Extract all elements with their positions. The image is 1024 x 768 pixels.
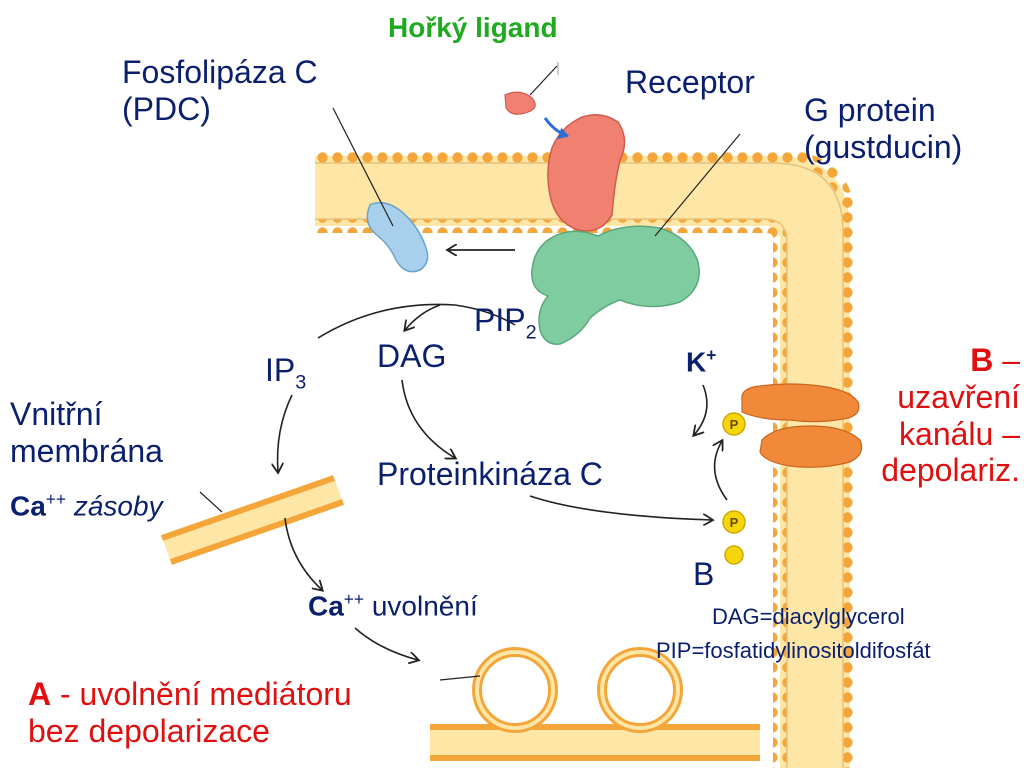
binding-arrow [543,117,569,140]
b-to-phosphate-arrow [715,441,728,501]
pip2-label: PIP2 [474,302,537,344]
synaptic-membrane [430,724,760,761]
phosphate-2: P [722,510,746,534]
ip3-to-store-arrow [278,394,293,472]
pip2-split-arrow [317,303,516,339]
plc-pointer-line [332,107,394,227]
k-to-phosphate-arrow [694,384,708,435]
phosphate-1-label: P [730,417,739,432]
inner-membrane [161,475,344,565]
vesicle-2 [597,647,683,733]
result-a-label: A - uvolnění mediátoru bez depolarizace [28,676,352,749]
title-label: Hořký ligand [388,12,558,43]
ip3-label: IP3 [265,352,307,394]
plc-label: Fosfolipáza C (PDC) [122,54,318,127]
gprotein-pointer-line [654,133,741,237]
ligand-molecule [504,91,536,115]
inner-membrane-pointer [199,491,223,513]
inner-membrane-label: Vnitřní membrána [10,396,163,469]
dag-definition: DAG=diacylglycerol [712,604,905,629]
k-ion-label: K+ [686,345,717,378]
plc-enzyme [366,201,429,273]
vesicle-pointer [439,675,481,681]
b-site-label: B [693,556,715,592]
phosphate-3 [724,545,744,565]
phosphate-1: P [722,412,746,436]
to-dag-arrow [405,304,441,330]
vesicle-1 [472,647,558,733]
pkc-label: Proteinkináza C [377,456,603,492]
gprotein-label: G protein (gustducin) [804,92,963,165]
receptor-protein [547,114,626,232]
ca-release-label: Ca++ uvolnění [308,589,478,622]
gprotein-complex [531,225,700,345]
dag-to-pkc-arrow [401,379,455,458]
dag-label: DAG [377,338,447,374]
ion-channel [741,383,863,468]
result-b-label: B – uzavření kanálu – depolariz. [881,342,1020,489]
ligand-pointer-line [529,65,558,96]
receptor-label: Receptor [625,64,755,100]
pip-definition: PIP=fosfatidylinositoldifosfát [656,638,931,663]
pkc-to-phosphate-arrow [529,495,712,520]
ca-to-vesicle-arrow [354,627,418,660]
ca-stores-label: Ca++ zásoby [10,489,163,522]
store-to-ca-arrow [284,517,322,590]
phosphate-2-label: P [730,515,739,530]
